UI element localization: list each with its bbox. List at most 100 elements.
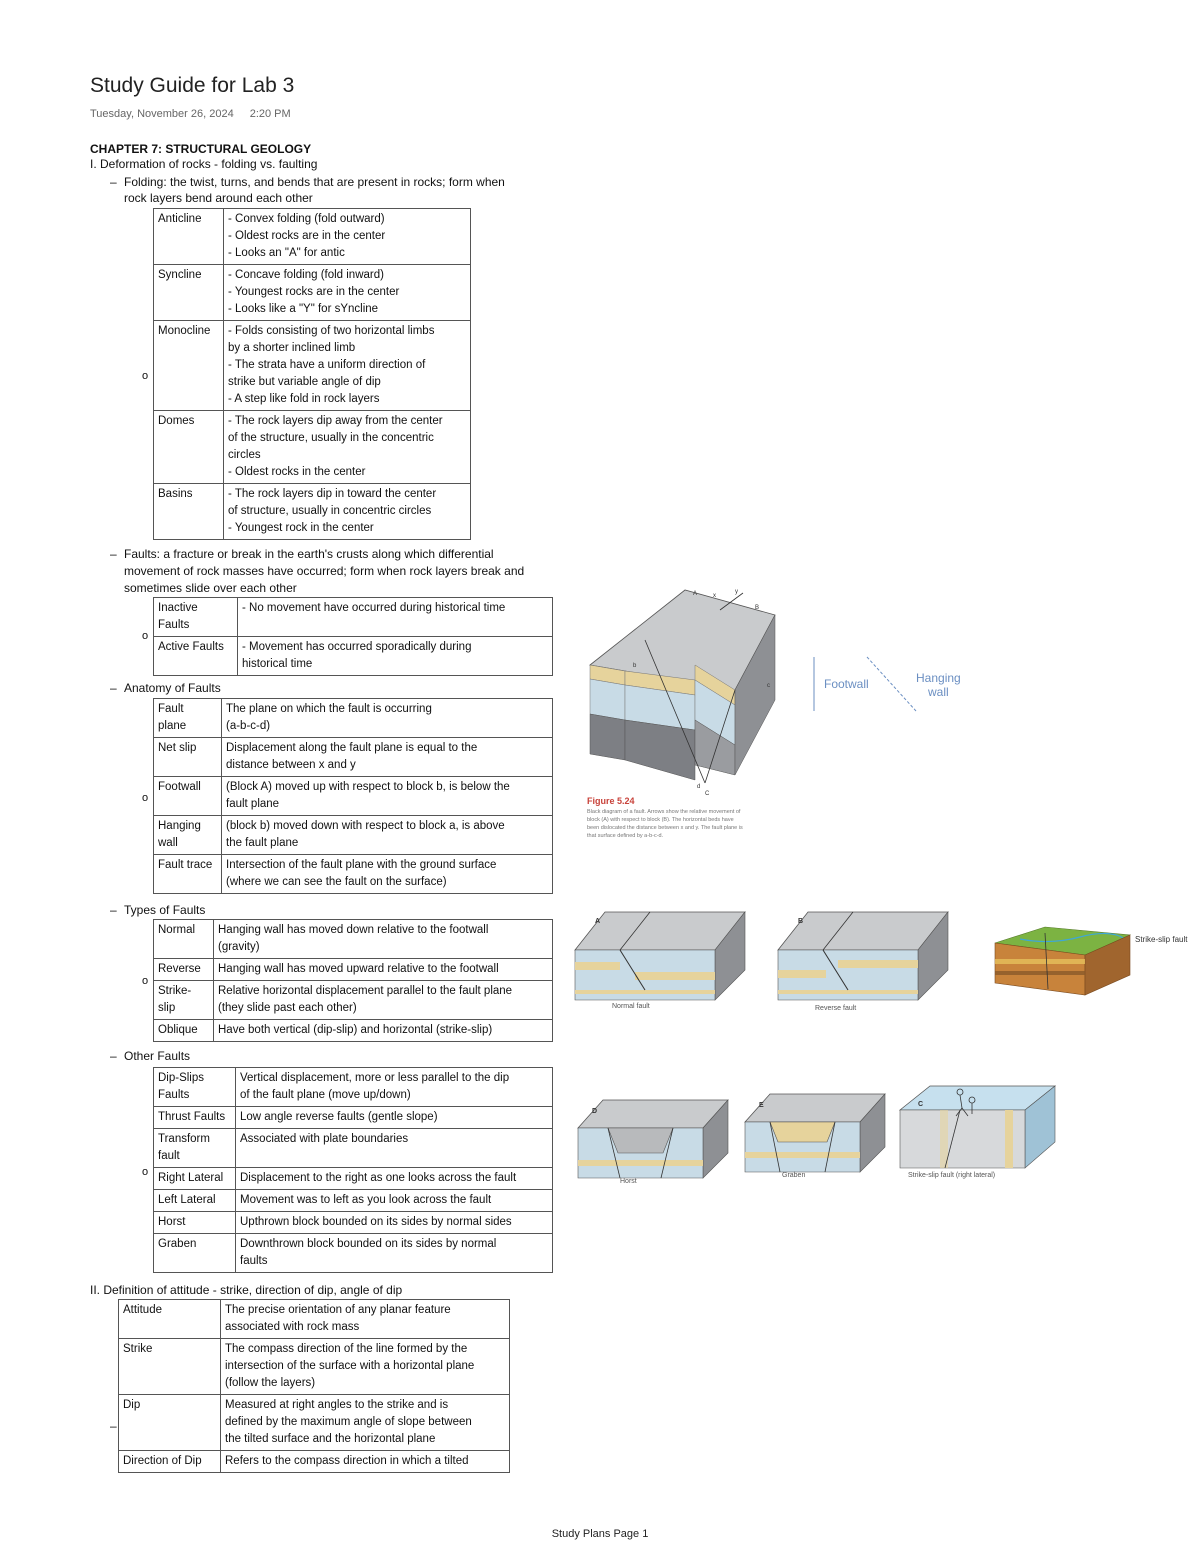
reverse-fault-letter: B xyxy=(798,918,803,925)
term-cell: Dip xyxy=(118,1394,221,1451)
folding-intro-line-2: rock layers bend around each other xyxy=(124,191,313,205)
definition-cell: Low angle reverse faults (gentle slope) xyxy=(235,1106,553,1129)
term-cell: Transform fault xyxy=(153,1128,236,1168)
faults-intro-line-2: movement of rock masses have occurred; f… xyxy=(124,564,525,578)
term-cell: Fault plane xyxy=(153,698,222,738)
definition-cell: - Convex folding (fold outward) - Oldest… xyxy=(223,208,471,265)
page-footer: Study Plans Page 1 xyxy=(551,1528,649,1540)
table-row: Hanging wall(block b) moved down with re… xyxy=(153,815,553,855)
folding-intro-line-1: Folding: the twist, turns, and bends tha… xyxy=(124,175,505,189)
definition-cell: Downthrown block bounded on its sides by… xyxy=(235,1233,553,1273)
fig1-label-d: d xyxy=(697,784,700,790)
definition-cell: Have both vertical (dip-slip) and horizo… xyxy=(213,1019,553,1042)
definition-cell: Intersection of the fault plane with the… xyxy=(221,854,553,894)
fig1-label-x: x xyxy=(713,593,716,599)
normal-fault-letter: A xyxy=(595,918,600,925)
term-cell: Anticline xyxy=(153,208,224,265)
definition-cell: Hanging wall has moved upward relative t… xyxy=(213,958,553,981)
definition-cell: - Concave folding (fold inward) - Younge… xyxy=(223,264,471,321)
fig1-label-c: c xyxy=(767,683,770,689)
definition-cell: Displacement along the fault plane is eq… xyxy=(221,737,553,777)
sub-bullet-circle: o xyxy=(142,975,149,987)
footwall-hanging-wall-inset: Footwall Hanging wall xyxy=(812,655,972,713)
definition-cell: Hanging wall has moved down relative to … xyxy=(213,919,553,959)
fold-types-table: Anticline- Convex folding (fold outward)… xyxy=(153,208,471,540)
term-cell: Domes xyxy=(153,410,224,484)
faults-intro-line-1: Faults: a fracture or break in the earth… xyxy=(124,547,494,561)
table-row: Monocline- Folds consisting of two horiz… xyxy=(153,320,471,411)
definition-cell: Upthrown block bounded on its sides by n… xyxy=(235,1211,553,1234)
page-title: Study Guide for Lab 3 xyxy=(90,74,295,97)
figure-caption-text: Black diagram of a fault. Arrows show th… xyxy=(587,809,743,839)
term-cell: Fault trace xyxy=(153,854,222,894)
term-cell: Strike xyxy=(118,1338,221,1395)
table-row: Footwall(Block A) moved up with respect … xyxy=(153,776,553,816)
term-cell: Monocline xyxy=(153,320,224,411)
horst-letter: D xyxy=(592,1108,597,1115)
table-row: Inactive Faults- No movement have occurr… xyxy=(153,597,553,637)
definition-cell: - Folds consisting of two horizontal lim… xyxy=(223,320,471,411)
fault-block-diagram: A x y B b c d C xyxy=(589,589,776,797)
horst-caption: Horst xyxy=(620,1178,637,1185)
term-cell: Attitude xyxy=(118,1299,221,1339)
section-1-heading: I. Deformation of rocks - folding vs. fa… xyxy=(90,157,318,171)
normal-fault-diagram: A xyxy=(574,911,746,1001)
hanging-wall-label: Hanging wall xyxy=(916,671,961,699)
table-row: Basins- The rock layers dip in toward th… xyxy=(153,483,471,540)
table-row: Active Faults- Movement has occurred spo… xyxy=(153,636,553,676)
term-cell: Inactive Faults xyxy=(153,597,238,637)
normal-fault-caption: Normal fault xyxy=(612,1003,650,1010)
term-cell: Active Faults xyxy=(153,636,238,676)
strike-slip-right-lateral-diagram: C xyxy=(898,1085,1057,1169)
definition-cell: Movement was to left as you look across … xyxy=(235,1189,553,1212)
fig1-label-c-bottom: C xyxy=(705,791,710,797)
term-cell: Direction of Dip xyxy=(118,1450,221,1473)
table-row: Domes- The rock layers dip away from the… xyxy=(153,410,471,484)
term-cell: Net slip xyxy=(153,737,222,777)
bullet-dash: – xyxy=(110,903,117,917)
definition-cell: The compass direction of the line formed… xyxy=(220,1338,510,1395)
chapter-heading: CHAPTER 7: STRUCTURAL GEOLOGY xyxy=(90,142,312,156)
term-cell: Dip-Slips Faults xyxy=(153,1067,236,1107)
faults-intro-line-3: sometimes slide over each other xyxy=(124,581,297,595)
definition-cell: Displacement to the right as one looks a… xyxy=(235,1167,553,1190)
sub-bullet-circle: o xyxy=(142,792,149,804)
bullet-dash: – xyxy=(110,1419,117,1433)
definition-cell: - The rock layers dip in toward the cent… xyxy=(223,483,471,540)
bullet-dash: – xyxy=(110,681,117,695)
term-cell: Left Lateral xyxy=(153,1189,236,1212)
anatomy-heading: Anatomy of Faults xyxy=(124,681,221,695)
bullet-dash: – xyxy=(110,175,117,189)
term-cell: Reverse xyxy=(153,958,214,981)
sub-bullet-circle: o xyxy=(142,370,149,382)
footwall-label: Footwall xyxy=(824,677,869,691)
graben-diagram: E xyxy=(744,1093,886,1173)
definition-cell: Vertical displacement, more or less para… xyxy=(235,1067,553,1107)
term-cell: Thrust Faults xyxy=(153,1106,236,1129)
fig1-label-a: A xyxy=(693,591,697,597)
definition-cell: (block b) moved down with respect to blo… xyxy=(221,815,553,855)
strike-slip-block-diagram xyxy=(994,926,1132,996)
figure-caption-title: Figure 5.24 xyxy=(587,796,635,806)
definition-cell: - No movement have occurred during histo… xyxy=(237,597,553,637)
